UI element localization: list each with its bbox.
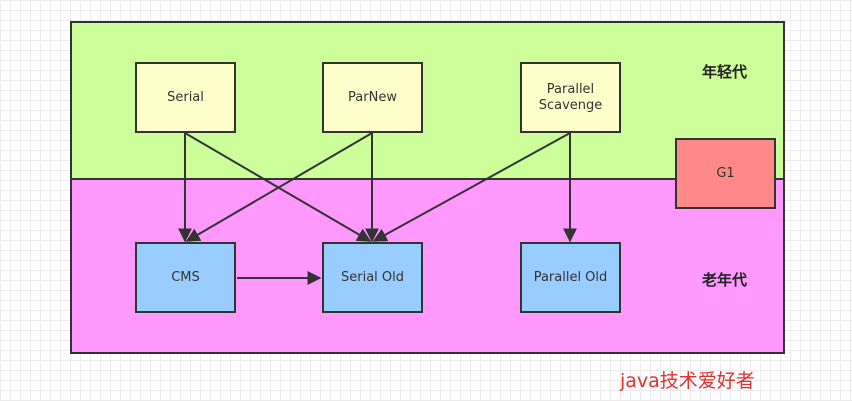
- collector-parnew: ParNew: [322, 62, 423, 133]
- arrow-serial-to-serial-old: [184, 132, 372, 242]
- arrow-parnew-to-cms: [185, 132, 373, 242]
- collector-serial-old: Serial Old: [322, 242, 423, 313]
- old-generation-label: 老年代: [702, 271, 748, 289]
- collector-g1: G1: [675, 138, 776, 209]
- collector-parallel-scavenge: Parallel Scavenge: [520, 62, 621, 133]
- collector-serial: Serial: [135, 62, 236, 133]
- collector-cms: CMS: [135, 242, 236, 313]
- collector-parallel-old: Parallel Old: [520, 242, 621, 313]
- arrow-parallel-scavenge-to-serial-old: [372, 132, 571, 242]
- watermark-text: java技术爱好者: [620, 370, 755, 392]
- young-generation-label: 年轻代: [702, 63, 748, 81]
